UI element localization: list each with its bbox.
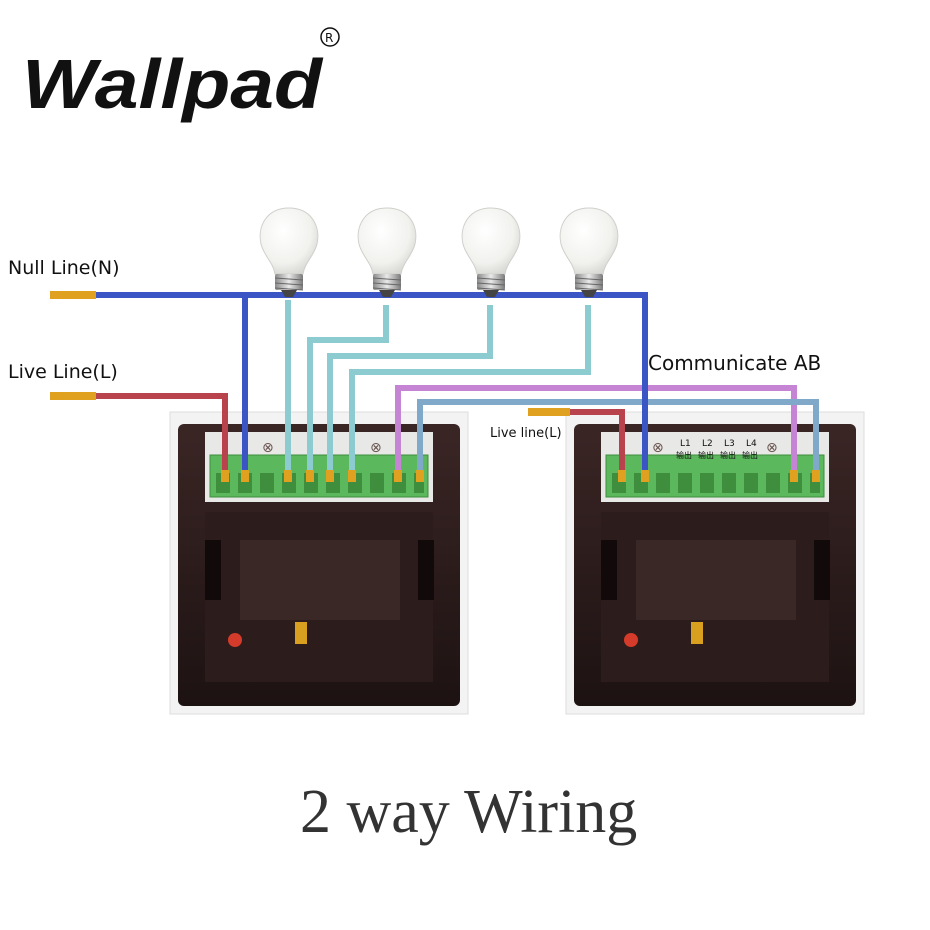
live-wire-slave bbox=[568, 409, 625, 478]
terminal-contacts bbox=[221, 470, 820, 482]
registered-mark: R bbox=[325, 31, 333, 45]
neutral-wire bbox=[95, 292, 648, 478]
live-wire-master bbox=[95, 393, 228, 478]
brand-logo: Wallpad R bbox=[22, 27, 340, 123]
copper-end-neutral bbox=[50, 291, 96, 299]
bulb-1-icon bbox=[259, 207, 319, 298]
output-wires bbox=[285, 300, 591, 478]
terminal-output-l3: 输出 bbox=[720, 450, 736, 460]
bulbs bbox=[259, 207, 619, 298]
output-wire-3 bbox=[327, 305, 493, 478]
led-indicator-master bbox=[228, 633, 242, 647]
registered-mark-icon bbox=[320, 27, 340, 47]
live-line-label: Live Line(L) bbox=[8, 361, 118, 383]
live-line-slave-label: Live line(L) bbox=[490, 426, 562, 441]
led-indicator-slave bbox=[624, 633, 638, 647]
terminal-label-l4: L4 bbox=[746, 439, 757, 449]
output-wire-4 bbox=[349, 305, 591, 478]
ground-symbol-master-2: ⊗ bbox=[370, 440, 382, 456]
output-wire-2 bbox=[307, 305, 389, 478]
bulb-2-icon bbox=[357, 207, 417, 298]
terminal-label-l2: L2 bbox=[702, 439, 713, 449]
bulb-4-icon bbox=[559, 207, 619, 298]
communicate-label: Communicate AB bbox=[648, 351, 821, 375]
master-switch: ⊗ ⊗ bbox=[169, 411, 469, 715]
terminal-output-l4: 输出 bbox=[742, 450, 758, 460]
terminal-output-l2: 输出 bbox=[698, 450, 714, 460]
bulb-3-icon bbox=[461, 207, 521, 298]
terminal-output-l1: 输出 bbox=[676, 450, 692, 460]
terminal-label-l1: L1 bbox=[680, 439, 691, 449]
comm-a-wire bbox=[395, 385, 797, 478]
wires bbox=[50, 291, 820, 482]
diagram-title: 2 way Wiring bbox=[300, 778, 637, 846]
slave-switch: L1 L2 L3 L4 输出 输出 输出 输出 ⊗ ⊗ bbox=[565, 411, 865, 715]
ground-symbol-slave-2: ⊗ bbox=[766, 440, 778, 456]
terminal-label-l3: L3 bbox=[724, 439, 735, 449]
brand-name: Wallpad bbox=[22, 45, 323, 123]
ground-symbol-slave: ⊗ bbox=[652, 440, 664, 456]
comm-b-wire bbox=[417, 399, 819, 478]
slave-terminal-labels: L1 L2 L3 L4 输出 输出 输出 输出 ⊗ ⊗ bbox=[652, 439, 778, 460]
copper-end-live bbox=[50, 392, 96, 400]
ground-symbol-master: ⊗ bbox=[262, 440, 274, 456]
null-line-label: Null Line(N) bbox=[8, 257, 120, 279]
copper-end-live-slave bbox=[528, 408, 570, 416]
